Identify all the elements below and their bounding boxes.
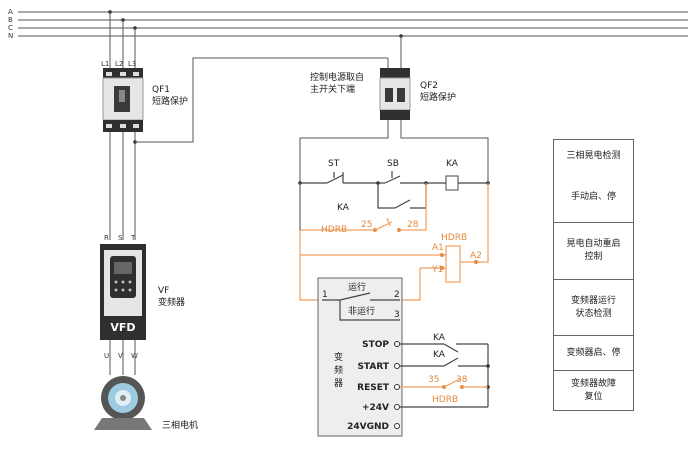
- function-row: 变频器运行 状态检测: [553, 280, 634, 336]
- terminal-start: START: [357, 362, 389, 372]
- hdrb-a1: A1: [432, 243, 444, 253]
- inverter-terminal-block: 变 频 器 1 2 3 运行 非运行 STOP START RESET +24V…: [317, 277, 403, 437]
- qf1-desc: 短路保护: [152, 95, 188, 107]
- external-contacts: KA KA 35 38 HDRB: [400, 333, 490, 408]
- hdrb-label-reset: HDRB: [432, 395, 458, 405]
- hdrb-label-left: HDRB: [321, 225, 347, 235]
- function-row-text-2: 控制: [584, 252, 603, 262]
- ka-start-label: KA: [433, 350, 446, 360]
- vfd-terminal-v: V: [118, 352, 123, 360]
- hdrb-label-right: HDRB: [441, 233, 467, 243]
- manual-control-row: ST SB KA KA: [298, 159, 490, 213]
- bus-label-c: C: [8, 24, 13, 32]
- terminal-stop: STOP: [362, 340, 389, 350]
- vfd-desc: 变频器: [158, 296, 185, 308]
- inverter-title-2: 频: [334, 364, 343, 376]
- st-label: ST: [328, 159, 340, 169]
- bus-bars: A B C N: [8, 8, 688, 40]
- vfd-drive: R S T VFD VF 变频器 U V W: [100, 234, 185, 360]
- bus-label-b: B: [8, 16, 13, 24]
- bus-label-n: N: [8, 32, 13, 40]
- hdrb-pin-38: 38: [456, 375, 468, 385]
- vfd-terminal-t: T: [130, 234, 136, 242]
- hdrb-pin-28: 28: [407, 220, 419, 230]
- sb-label: SB: [387, 159, 399, 169]
- vfd-terminal-u: U: [104, 352, 109, 360]
- qf2-desc: 短路保护: [420, 91, 456, 103]
- ka-contact-label: KA: [337, 203, 350, 213]
- bus-label-a: A: [8, 8, 13, 16]
- qf2-name: QF2: [420, 81, 438, 91]
- inverter-title-3: 器: [334, 378, 343, 389]
- inverter-title-1: 变: [334, 351, 343, 363]
- function-row: 变频器启、停: [553, 336, 634, 371]
- inverter-run-label: 运行: [348, 281, 366, 293]
- ka-coil-label: KA: [446, 159, 459, 169]
- function-row: 晃电自动重启 控制: [553, 223, 634, 280]
- hdrb-circuit: HDRB 25 28 HDRB A1 A2 Y1: [299, 183, 489, 301]
- function-row: 手动启、停: [553, 173, 634, 223]
- function-row: 变频器故障 复位: [553, 371, 634, 411]
- function-row-text: 变频器启、停: [566, 347, 621, 358]
- motor-icon: 三相电机: [94, 376, 198, 431]
- terminal-24v: +24V: [362, 403, 389, 413]
- vfd-badge: VFD: [110, 321, 135, 334]
- hdrb-a2: A2: [470, 251, 482, 261]
- qf1-breaker: L1 L2 L3 QF1 短路保护: [101, 12, 188, 132]
- qf1-name: QF1: [152, 85, 170, 95]
- function-row-text: 手动启、停: [570, 192, 616, 202]
- inverter-notrun-label: 非运行: [348, 305, 375, 317]
- function-row-text-2: 状态检测: [575, 308, 612, 319]
- motor-label: 三相电机: [162, 419, 198, 431]
- terminal-reset: RESET: [357, 383, 390, 393]
- hdrb-pin-35: 35: [428, 375, 439, 385]
- qf1-terminal-l2: L2: [115, 60, 123, 68]
- ka-stop-label: KA: [433, 333, 446, 343]
- function-row-text: 变频器故障: [570, 378, 616, 389]
- qf2-note-line1: 控制电源取自: [310, 71, 364, 83]
- hdrb-y1: Y1: [431, 265, 443, 275]
- hdrb-pin-25: 25: [361, 220, 372, 230]
- vfd-name: VF: [158, 286, 169, 296]
- inverter-pin-2: 2: [394, 290, 400, 300]
- vfd-terminal-s: S: [118, 234, 123, 242]
- function-row-text: 晃电自动重启: [566, 239, 621, 249]
- function-row-text-2: 复位: [584, 391, 603, 402]
- function-row: 三相晃电检测: [553, 139, 634, 174]
- qf1-terminal-l3: L3: [128, 60, 136, 68]
- qf2-note-line2: 主开关下端: [310, 83, 355, 95]
- inverter-pin-1: 1: [322, 290, 328, 300]
- vfd-terminal-r: R: [104, 234, 109, 242]
- terminal-24vgnd: 24VGND: [347, 422, 389, 432]
- function-row-text: 三相晃电检测: [566, 151, 621, 161]
- qf1-terminal-l1: L1: [101, 60, 109, 68]
- qf2-breaker: 控制电源取自 主开关下端 QF2 短路保护: [310, 36, 456, 120]
- function-row-text: 变频器运行: [570, 295, 616, 306]
- inverter-pin-3: 3: [394, 310, 400, 320]
